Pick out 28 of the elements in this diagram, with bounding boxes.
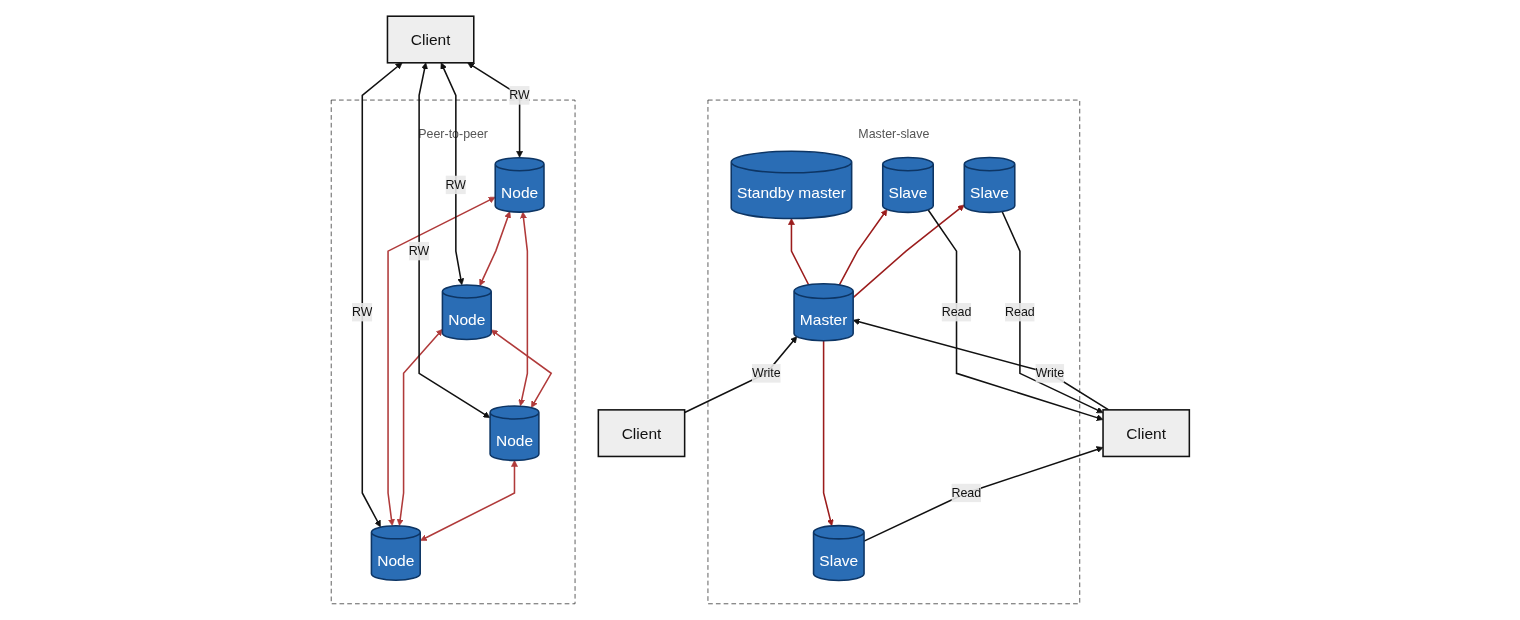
edge-label: Write xyxy=(751,366,781,380)
arrow xyxy=(479,211,511,287)
arrow xyxy=(467,62,523,158)
node-box: Client xyxy=(597,409,686,458)
arrow xyxy=(490,329,552,408)
edge-label: RW xyxy=(509,88,530,102)
arrow xyxy=(518,211,528,407)
arrow xyxy=(361,62,403,528)
edge-label: RW xyxy=(445,177,466,192)
arrow xyxy=(387,196,496,526)
arrow xyxy=(822,339,834,527)
node-box: Client xyxy=(1102,409,1190,458)
edge-label: RW xyxy=(351,305,373,319)
node-box: Client xyxy=(386,15,475,64)
arrow xyxy=(852,318,1110,411)
arrow xyxy=(419,460,518,541)
edge-label: Read xyxy=(951,486,981,500)
arrow xyxy=(838,209,888,286)
edge-label: Write xyxy=(1035,366,1064,380)
arrow xyxy=(787,218,810,286)
edge-label: Read xyxy=(1004,305,1035,319)
arrow xyxy=(396,329,443,526)
arrow xyxy=(440,62,464,286)
edge-label: Read xyxy=(941,305,972,319)
arrow xyxy=(1001,210,1104,414)
edge-label: RW xyxy=(408,244,430,258)
arrow xyxy=(927,208,1104,421)
arrow xyxy=(852,204,965,299)
